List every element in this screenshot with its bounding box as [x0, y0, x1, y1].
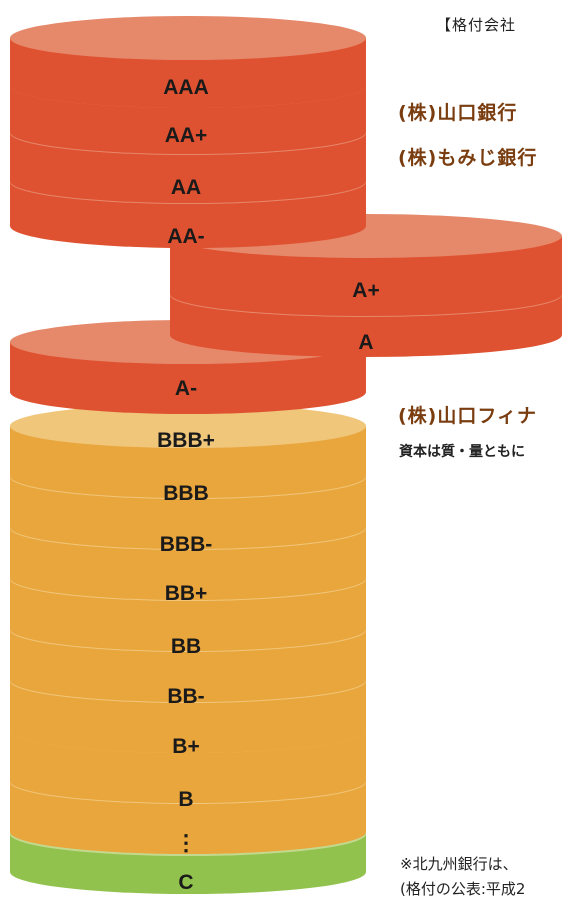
- bank-label-momiji: (株)もみじ銀行: [398, 147, 538, 169]
- rating-label-b: B: [178, 788, 193, 811]
- footnote-line-1: ※北九州銀行は、: [400, 855, 518, 873]
- footnote-line-2: (格付の公表:平成2: [400, 880, 526, 898]
- bank-label-yamaguchi-fg: (株)山口フィナ: [398, 405, 537, 427]
- rating-label-bbb-plus: BBB+: [157, 429, 215, 452]
- rating-label-a-minus: A-: [175, 377, 197, 400]
- disc-aaa: [10, 16, 366, 108]
- rating-label-bb-minus: BB-: [167, 685, 204, 708]
- header-note: 【格付会社: [436, 16, 517, 34]
- rating-label-aa: AA: [171, 176, 201, 199]
- rating-label-a-plus: A+: [352, 279, 379, 302]
- bank-label-yamaguchi: (株)山口銀行: [398, 102, 518, 124]
- rating-label-aa-plus: AA+: [165, 124, 208, 147]
- rating-label-dots: ⋮: [175, 830, 197, 855]
- rating-label-bbb: BBB: [163, 482, 209, 505]
- rating-label-bb-plus: BB+: [165, 582, 208, 605]
- rating-label-aaa: AAA: [163, 76, 209, 99]
- rating-label-b-plus: B+: [172, 735, 199, 758]
- capital-note: 資本は質・量ともに: [399, 444, 525, 460]
- rating-label-aa-minus: AA-: [167, 225, 204, 248]
- disc-bbb-plus: [10, 404, 366, 498]
- rating-label-bb: BB: [171, 635, 201, 658]
- rating-label-c: C: [178, 871, 193, 894]
- rating-label-a: A: [358, 331, 373, 354]
- rating-label-bbb-minus: BBB-: [160, 533, 213, 556]
